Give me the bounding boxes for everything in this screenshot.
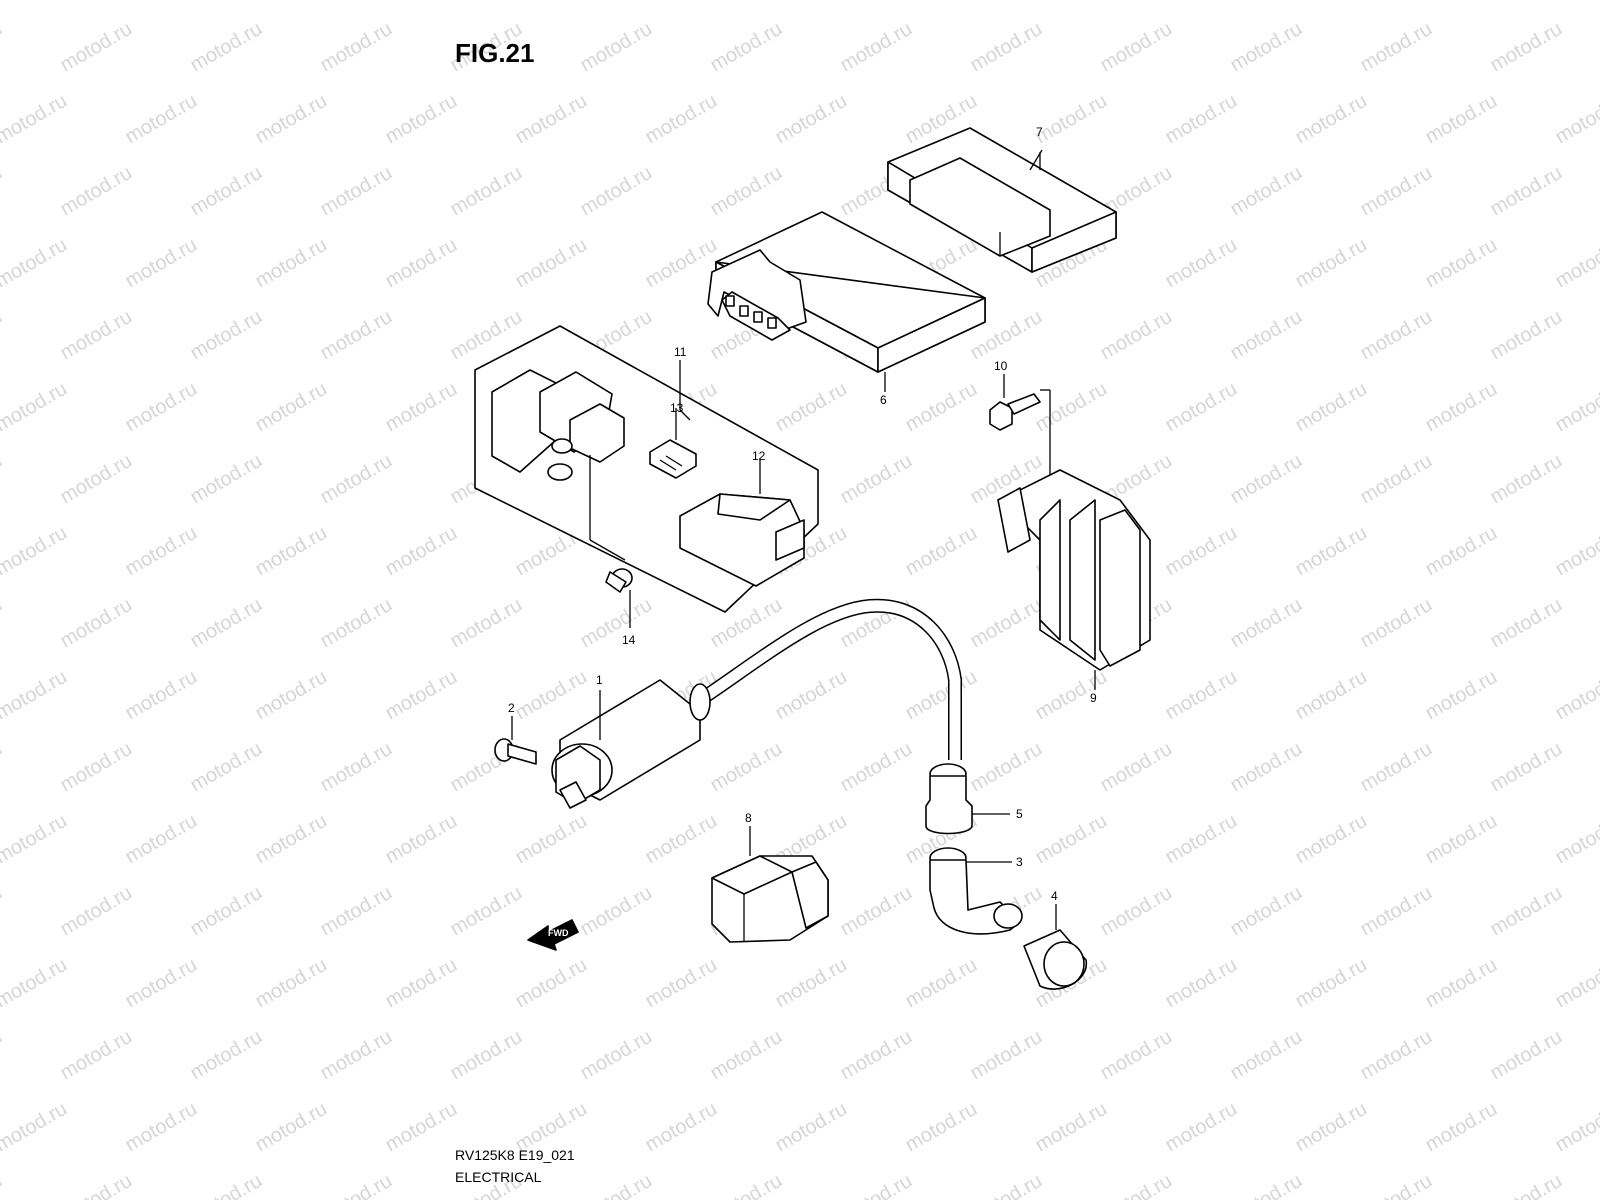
part-5-boot	[925, 763, 1010, 835]
callout-3: 3	[1016, 855, 1023, 869]
fwd-label: FWD	[548, 928, 569, 938]
part-1-ignition-coil	[551, 598, 962, 809]
callout-1: 1	[596, 673, 603, 687]
part-2-bolt	[494, 716, 537, 765]
part-4-cap	[1023, 904, 1087, 990]
callout-4: 4	[1051, 889, 1058, 903]
fwd-direction-arrow: FWD	[527, 919, 579, 951]
callout-12: 12	[752, 449, 766, 463]
figure-title: FIG.21	[455, 38, 535, 68]
callout-14: 14	[622, 633, 636, 647]
part-13-fuse	[649, 408, 697, 479]
callout-9: 9	[1090, 691, 1097, 705]
watermark-text: motod.ru	[0, 1170, 6, 1200]
callout-6: 6	[880, 393, 887, 407]
callout-8: 8	[745, 811, 752, 825]
callout-2: 2	[508, 701, 515, 715]
callout-7: 7	[1036, 125, 1043, 139]
part-3-plug-cap	[929, 847, 1023, 935]
part-8-connector	[711, 826, 829, 943]
part-7-cover	[887, 127, 1117, 273]
part-14-screw	[605, 568, 633, 628]
diagram-code: RV125K8 E19_021	[455, 1147, 575, 1163]
part-12-relay	[679, 458, 805, 587]
callout-13: 13	[670, 401, 684, 415]
part-6-control-unit	[707, 211, 986, 392]
section-name: ELECTRICAL	[455, 1169, 542, 1185]
callout-10: 10	[994, 359, 1008, 373]
part-9-regulator	[997, 469, 1151, 690]
callout-5: 5	[1016, 807, 1023, 821]
callout-11: 11	[674, 345, 687, 359]
